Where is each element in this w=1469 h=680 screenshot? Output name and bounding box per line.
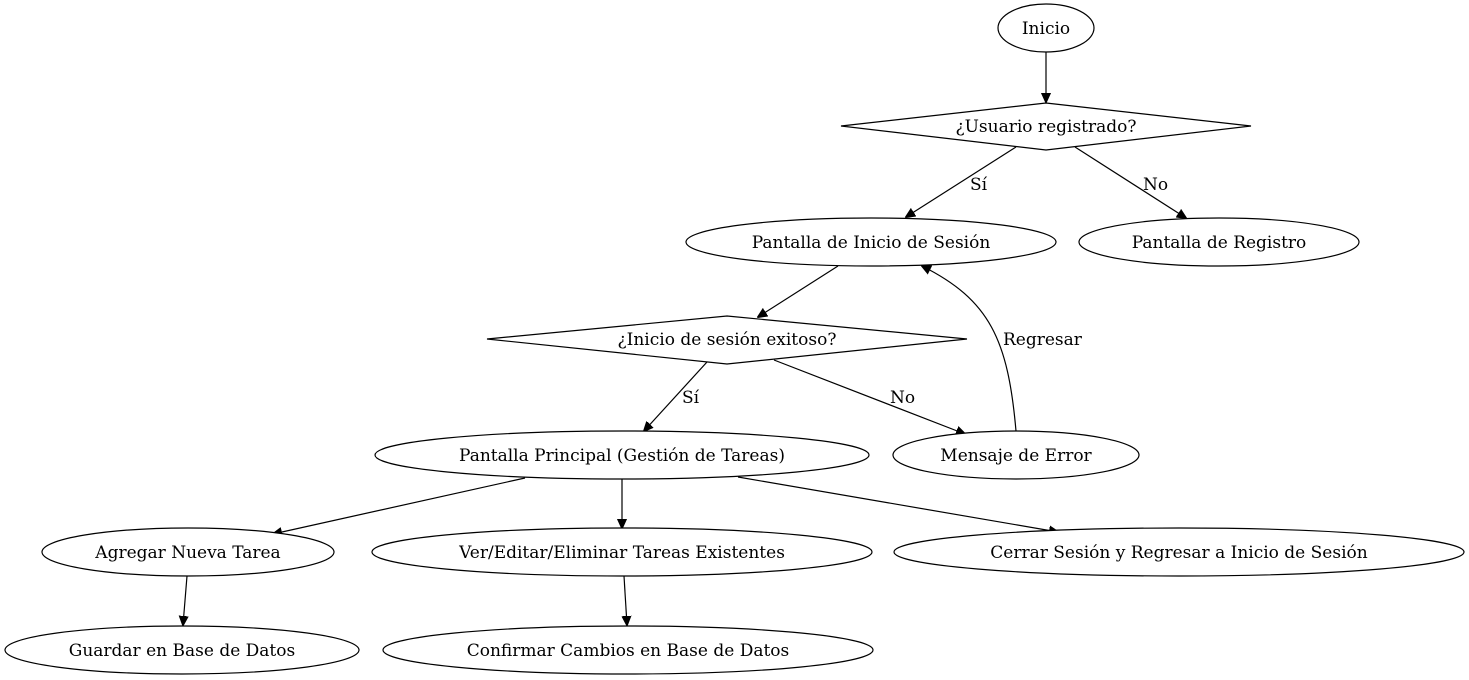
node-ver-editar-eliminar: Ver/Editar/Eliminar Tareas Existentes <box>371 527 873 577</box>
node-guardar-bd-shape <box>4 625 360 675</box>
edge-error-regresar-to-inicio-sesion <box>922 266 1017 432</box>
node-ver-editar-eliminar-label: Ver/Editar/Eliminar Tareas Existentes <box>458 543 785 563</box>
node-cerrar-sesion-shape <box>893 527 1465 577</box>
node-pantalla-registro: Pantalla de Registro <box>1078 217 1360 267</box>
decision-inicio-sesion-exitoso: ¿Inicio de sesión exitoso? <box>486 315 968 365</box>
edge-exitoso-to-error <box>773 359 965 434</box>
node-agregar-tarea: Agregar Nueva Tarea <box>41 527 335 577</box>
node-pantalla-principal-shape <box>374 430 870 480</box>
node-inicio: Inicio <box>997 3 1095 53</box>
node-inicio-shape <box>997 3 1095 53</box>
node-mensaje-error-shape <box>892 430 1140 480</box>
node-guardar-bd: Guardar en Base de Datos <box>4 625 360 675</box>
node-agregar-tarea-label: Agregar Nueva Tarea <box>94 543 280 563</box>
node-confirmar-cambios-shape <box>382 625 874 675</box>
decision-usuario-registrado-label: ¿Usuario registrado? <box>955 117 1136 137</box>
edge-label-exitoso-si: Sí <box>682 388 700 408</box>
edges <box>183 52 1186 625</box>
decision-inicio-sesion-exitoso-label: ¿Inicio de sesión exitoso? <box>618 330 837 350</box>
node-pantalla-inicio-sesion-shape <box>685 217 1057 267</box>
edge-label-registrado-si: Sí <box>970 175 988 195</box>
edge-principal-to-agregar <box>273 477 526 534</box>
decision-usuario-registrado-shape <box>840 102 1252 151</box>
node-ver-editar-eliminar-shape <box>371 527 873 577</box>
edge-principal-to-cerrar-sesion <box>737 476 1058 532</box>
decision-inicio-sesion-exitoso-shape <box>486 315 968 365</box>
node-pantalla-inicio-sesion: Pantalla de Inicio de Sesión <box>685 217 1057 267</box>
node-inicio-label: Inicio <box>1022 19 1070 39</box>
node-mensaje-error: Mensaje de Error <box>892 430 1140 480</box>
node-cerrar-sesion: Cerrar Sesión y Regresar a Inicio de Ses… <box>893 527 1465 577</box>
node-pantalla-principal: Pantalla Principal (Gestión de Tareas) <box>374 430 870 480</box>
edge-agregar-to-guardar <box>183 575 187 625</box>
node-confirmar-cambios-label: Confirmar Cambios en Base de Datos <box>467 641 790 661</box>
edge-inicio-sesion-to-exitoso <box>758 265 839 317</box>
decision-usuario-registrado: ¿Usuario registrado? <box>840 102 1252 151</box>
node-confirmar-cambios: Confirmar Cambios en Base de Datos <box>382 625 874 675</box>
node-agregar-tarea-shape <box>41 527 335 577</box>
edge-label-regresar: Regresar <box>1003 330 1083 350</box>
edge-ver-editar-to-confirmar <box>624 575 627 625</box>
node-guardar-bd-label: Guardar en Base de Datos <box>69 641 295 661</box>
node-pantalla-inicio-sesion-label: Pantalla de Inicio de Sesión <box>752 233 991 253</box>
node-pantalla-registro-label: Pantalla de Registro <box>1132 233 1307 253</box>
node-pantalla-principal-label: Pantalla Principal (Gestión de Tareas) <box>459 446 785 466</box>
edge-exitoso-to-principal <box>644 361 708 431</box>
node-pantalla-registro-shape <box>1078 217 1360 267</box>
edge-label-exitoso-no: No <box>890 388 915 408</box>
edge-usuario-registrado-to-inicio-sesion <box>906 146 1017 217</box>
node-mensaje-error-label: Mensaje de Error <box>940 446 1092 466</box>
edge-usuario-registrado-to-registro <box>1074 146 1186 218</box>
edge-label-registrado-no: No <box>1143 175 1168 195</box>
node-cerrar-sesion-label: Cerrar Sesión y Regresar a Inicio de Ses… <box>990 543 1367 563</box>
edge-labels: Sí No Sí No Regresar <box>682 175 1168 408</box>
